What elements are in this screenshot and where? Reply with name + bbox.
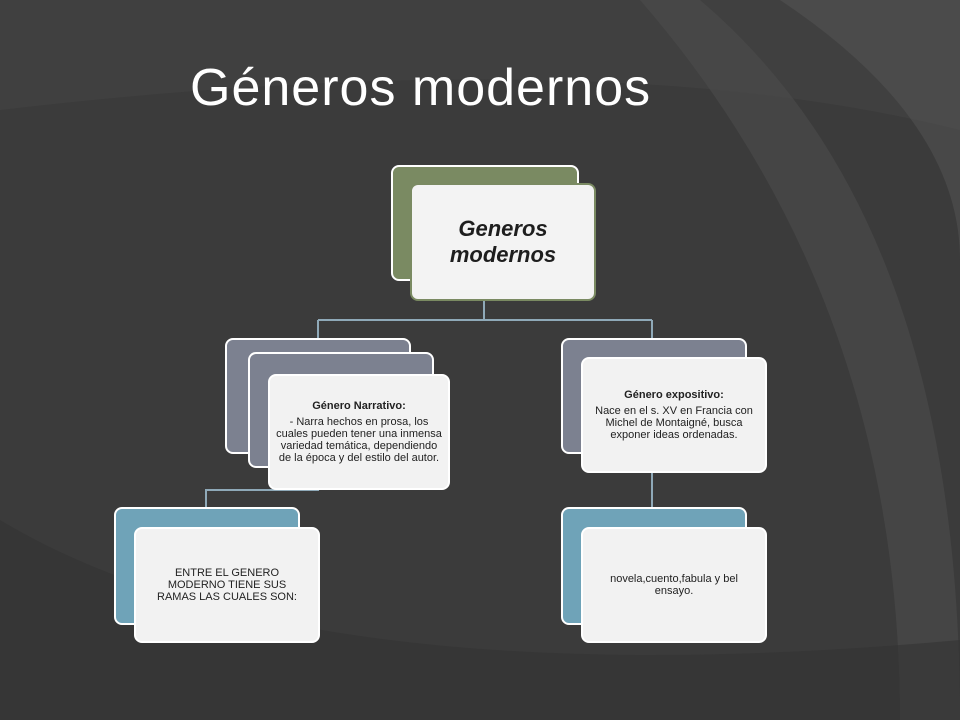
root-node[interactable]: Generos modernos xyxy=(410,183,596,301)
expository-node[interactable]: Género expositivo: Nace en el s. XV en F… xyxy=(581,357,767,473)
narrative-child-node[interactable]: ENTRE EL GENERO MODERNO TIENE SUS RAMAS … xyxy=(134,527,320,643)
expository-child-body: novela,cuento,fabula y bel ensayo. xyxy=(610,573,738,597)
narrative-child-body: ENTRE EL GENERO MODERNO TIENE SUS RAMAS … xyxy=(157,567,297,603)
expository-heading: Género expositivo: xyxy=(624,389,724,401)
narrative-body: - Narra hechos en prosa, los cuales pued… xyxy=(276,416,442,464)
expository-body: Nace en el s. XV en Francia con Michel d… xyxy=(595,405,753,441)
root-node-label: Generos modernos xyxy=(449,216,557,267)
narrative-node[interactable]: Género Narrativo: - Narra hechos en pros… xyxy=(268,374,450,490)
narrative-heading: Género Narrativo: xyxy=(312,400,406,412)
expository-child-node[interactable]: novela,cuento,fabula y bel ensayo. xyxy=(581,527,767,643)
slide-title: Géneros modernos xyxy=(190,59,652,117)
